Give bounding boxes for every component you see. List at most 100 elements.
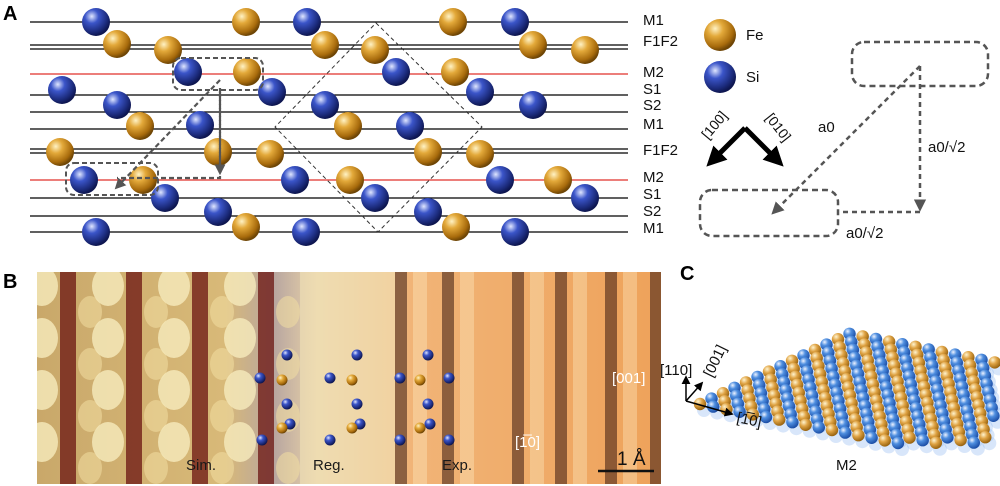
dir-100-label: [100] <box>698 108 730 142</box>
sim-spot <box>37 318 58 358</box>
model-dir-1bar10-label: [1̅0] <box>735 409 763 431</box>
si-atom <box>204 198 232 226</box>
exp-stripe <box>650 272 661 484</box>
sim-spot <box>224 370 256 410</box>
model-si-atom <box>812 421 825 434</box>
sim-spot <box>276 296 300 328</box>
layer-label: F1F2 <box>643 33 678 50</box>
layer-label: M1 <box>643 116 664 133</box>
si-atom <box>382 58 410 86</box>
atomic-overlay <box>254 349 455 446</box>
overlay-si-atom <box>351 349 363 361</box>
si-atom <box>281 166 309 194</box>
sim-spot <box>92 318 124 358</box>
sim-stripe <box>60 272 76 484</box>
a0-sqrt2-path <box>117 88 222 180</box>
stm-image <box>37 272 661 484</box>
overlay-si-atom <box>281 398 293 410</box>
fe-atom <box>233 58 261 86</box>
axis-001-arrow <box>685 381 704 402</box>
fe-atom <box>103 30 131 58</box>
panel-b-letter: B <box>3 271 17 293</box>
stm-dir-1bar10-label: [1̅0] <box>515 434 540 451</box>
fe-atom <box>414 138 442 166</box>
fe-atom <box>336 166 364 194</box>
stm-dir-001-label: [001] <box>612 370 645 387</box>
overlay-si-atom <box>422 398 434 410</box>
model-dir-110-label: [110] <box>660 362 692 379</box>
exp-stripe <box>512 272 524 484</box>
si-legend-label: Si <box>746 69 759 86</box>
overlay-si-atom <box>443 372 455 384</box>
fe-atom <box>466 140 494 168</box>
si-atom <box>571 184 599 212</box>
si-atom <box>396 112 424 140</box>
sim-spot <box>224 318 256 358</box>
fe-legend-icon <box>704 19 736 51</box>
model-fe-atom <box>693 397 707 411</box>
fe-atom <box>126 112 154 140</box>
a0-sqrt2-horizontal-label: a0/√2 <box>846 225 883 242</box>
si-atom <box>258 78 286 106</box>
model-si-atom <box>941 431 954 444</box>
overlay-si-atom <box>424 418 436 430</box>
model-fe-atom <box>852 429 865 442</box>
overlay-si-atom <box>394 434 406 446</box>
sim-spot <box>92 422 124 462</box>
overlay-si-atom <box>254 372 266 384</box>
overlay-fe-atom <box>414 422 426 434</box>
model-fe-atom <box>799 418 812 431</box>
model-fe-atom <box>929 436 943 449</box>
reg-label: Reg. <box>313 457 345 474</box>
sim-spot <box>224 422 256 462</box>
si-atom <box>486 166 514 194</box>
surface-model <box>693 327 1000 456</box>
model-dir-001-label: [001] <box>700 342 730 379</box>
schematic-box-bottom <box>698 188 840 238</box>
overlay-si-atom <box>256 434 268 446</box>
si-atom <box>174 58 202 86</box>
a0-label: a0 <box>818 119 835 136</box>
sim-spot <box>37 272 58 306</box>
model-si-atom <box>733 405 746 418</box>
exp-stripe <box>555 272 567 484</box>
overlay-si-atom <box>394 372 406 384</box>
sim-spot <box>158 272 190 306</box>
model-si-atom <box>839 426 852 439</box>
sim-stripe <box>126 272 142 484</box>
overlay-si-atom <box>443 434 455 446</box>
si-atom <box>82 8 110 36</box>
fe-atom <box>232 213 260 241</box>
si-atom <box>48 76 76 104</box>
schematic-a0-arrow <box>771 65 921 215</box>
model-fe-atom <box>746 408 759 421</box>
layer-label: S2 <box>643 97 661 114</box>
unit-cell-diamond <box>274 22 483 233</box>
layer-label: S1 <box>643 186 661 203</box>
si-atom <box>501 218 529 246</box>
model-si-atom <box>759 410 773 424</box>
overlay-si-atom <box>422 349 434 361</box>
overlay-fe-atom <box>276 374 288 386</box>
sim-spot <box>144 296 168 328</box>
sim-spot <box>144 452 168 484</box>
exp-label: Exp. <box>442 457 472 474</box>
exp-highlight <box>460 272 474 484</box>
model-fe-atom <box>825 423 839 437</box>
sim-spot <box>210 348 234 380</box>
sim-spot <box>210 452 234 484</box>
sim-spot <box>78 348 102 380</box>
sim-spot <box>78 296 102 328</box>
si-atom <box>361 184 389 212</box>
sim-spot <box>210 400 234 432</box>
layer-label: M1 <box>643 12 664 29</box>
exp-highlight <box>573 272 587 484</box>
exp-highlight <box>623 272 637 484</box>
panel-c-letter: C <box>680 263 694 285</box>
fe-atom <box>544 166 572 194</box>
si-atom <box>311 91 339 119</box>
layer-label: M1 <box>643 220 664 237</box>
exp-stripe <box>605 272 617 484</box>
layer-label: S1 <box>643 81 661 98</box>
a0-sqrt2-vertical-label: a0/√2 <box>928 139 965 156</box>
